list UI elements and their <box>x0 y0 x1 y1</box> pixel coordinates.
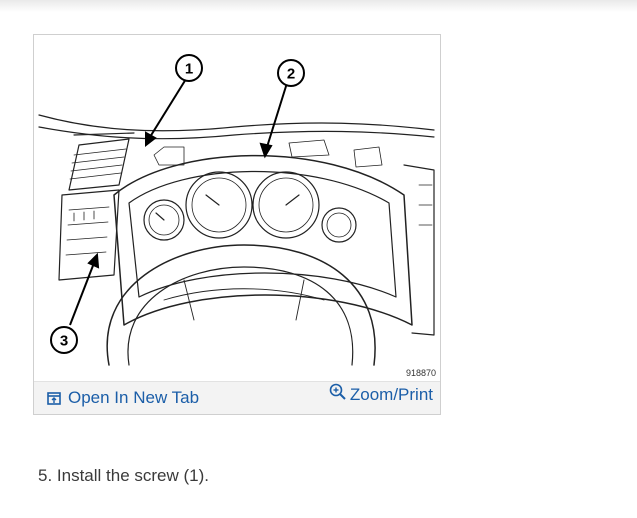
open-in-new-tab-link[interactable]: Open In New Tab <box>47 388 199 408</box>
callout-2-label: 2 <box>287 66 295 83</box>
figure-number: 918870 <box>405 368 436 378</box>
zoom-in-icon <box>329 383 346 400</box>
open-in-new-tab-label: Open In New Tab <box>68 388 200 407</box>
zoom-print-link[interactable]: Zoom/Print <box>329 383 433 405</box>
callout-1-label: 1 <box>185 61 193 78</box>
top-shadow <box>0 0 637 12</box>
callout-2: 2 <box>277 59 305 87</box>
open-in-new-tab-icon <box>47 391 61 405</box>
callout-3: 3 <box>50 326 78 354</box>
zoom-print-label: Zoom/Print <box>349 385 433 404</box>
figure-card: 1 2 3 918870 Open In New Tab <box>33 34 441 415</box>
callout-1: 1 <box>175 54 203 82</box>
figure-toolbar: Open In New Tab Zoom/Print <box>34 381 440 414</box>
callout-3-label: 3 <box>60 333 68 350</box>
instruction-step: 5. Install the screw (1). <box>38 466 210 485</box>
instrument-cluster-illustration: 1 2 3 <box>38 54 435 366</box>
